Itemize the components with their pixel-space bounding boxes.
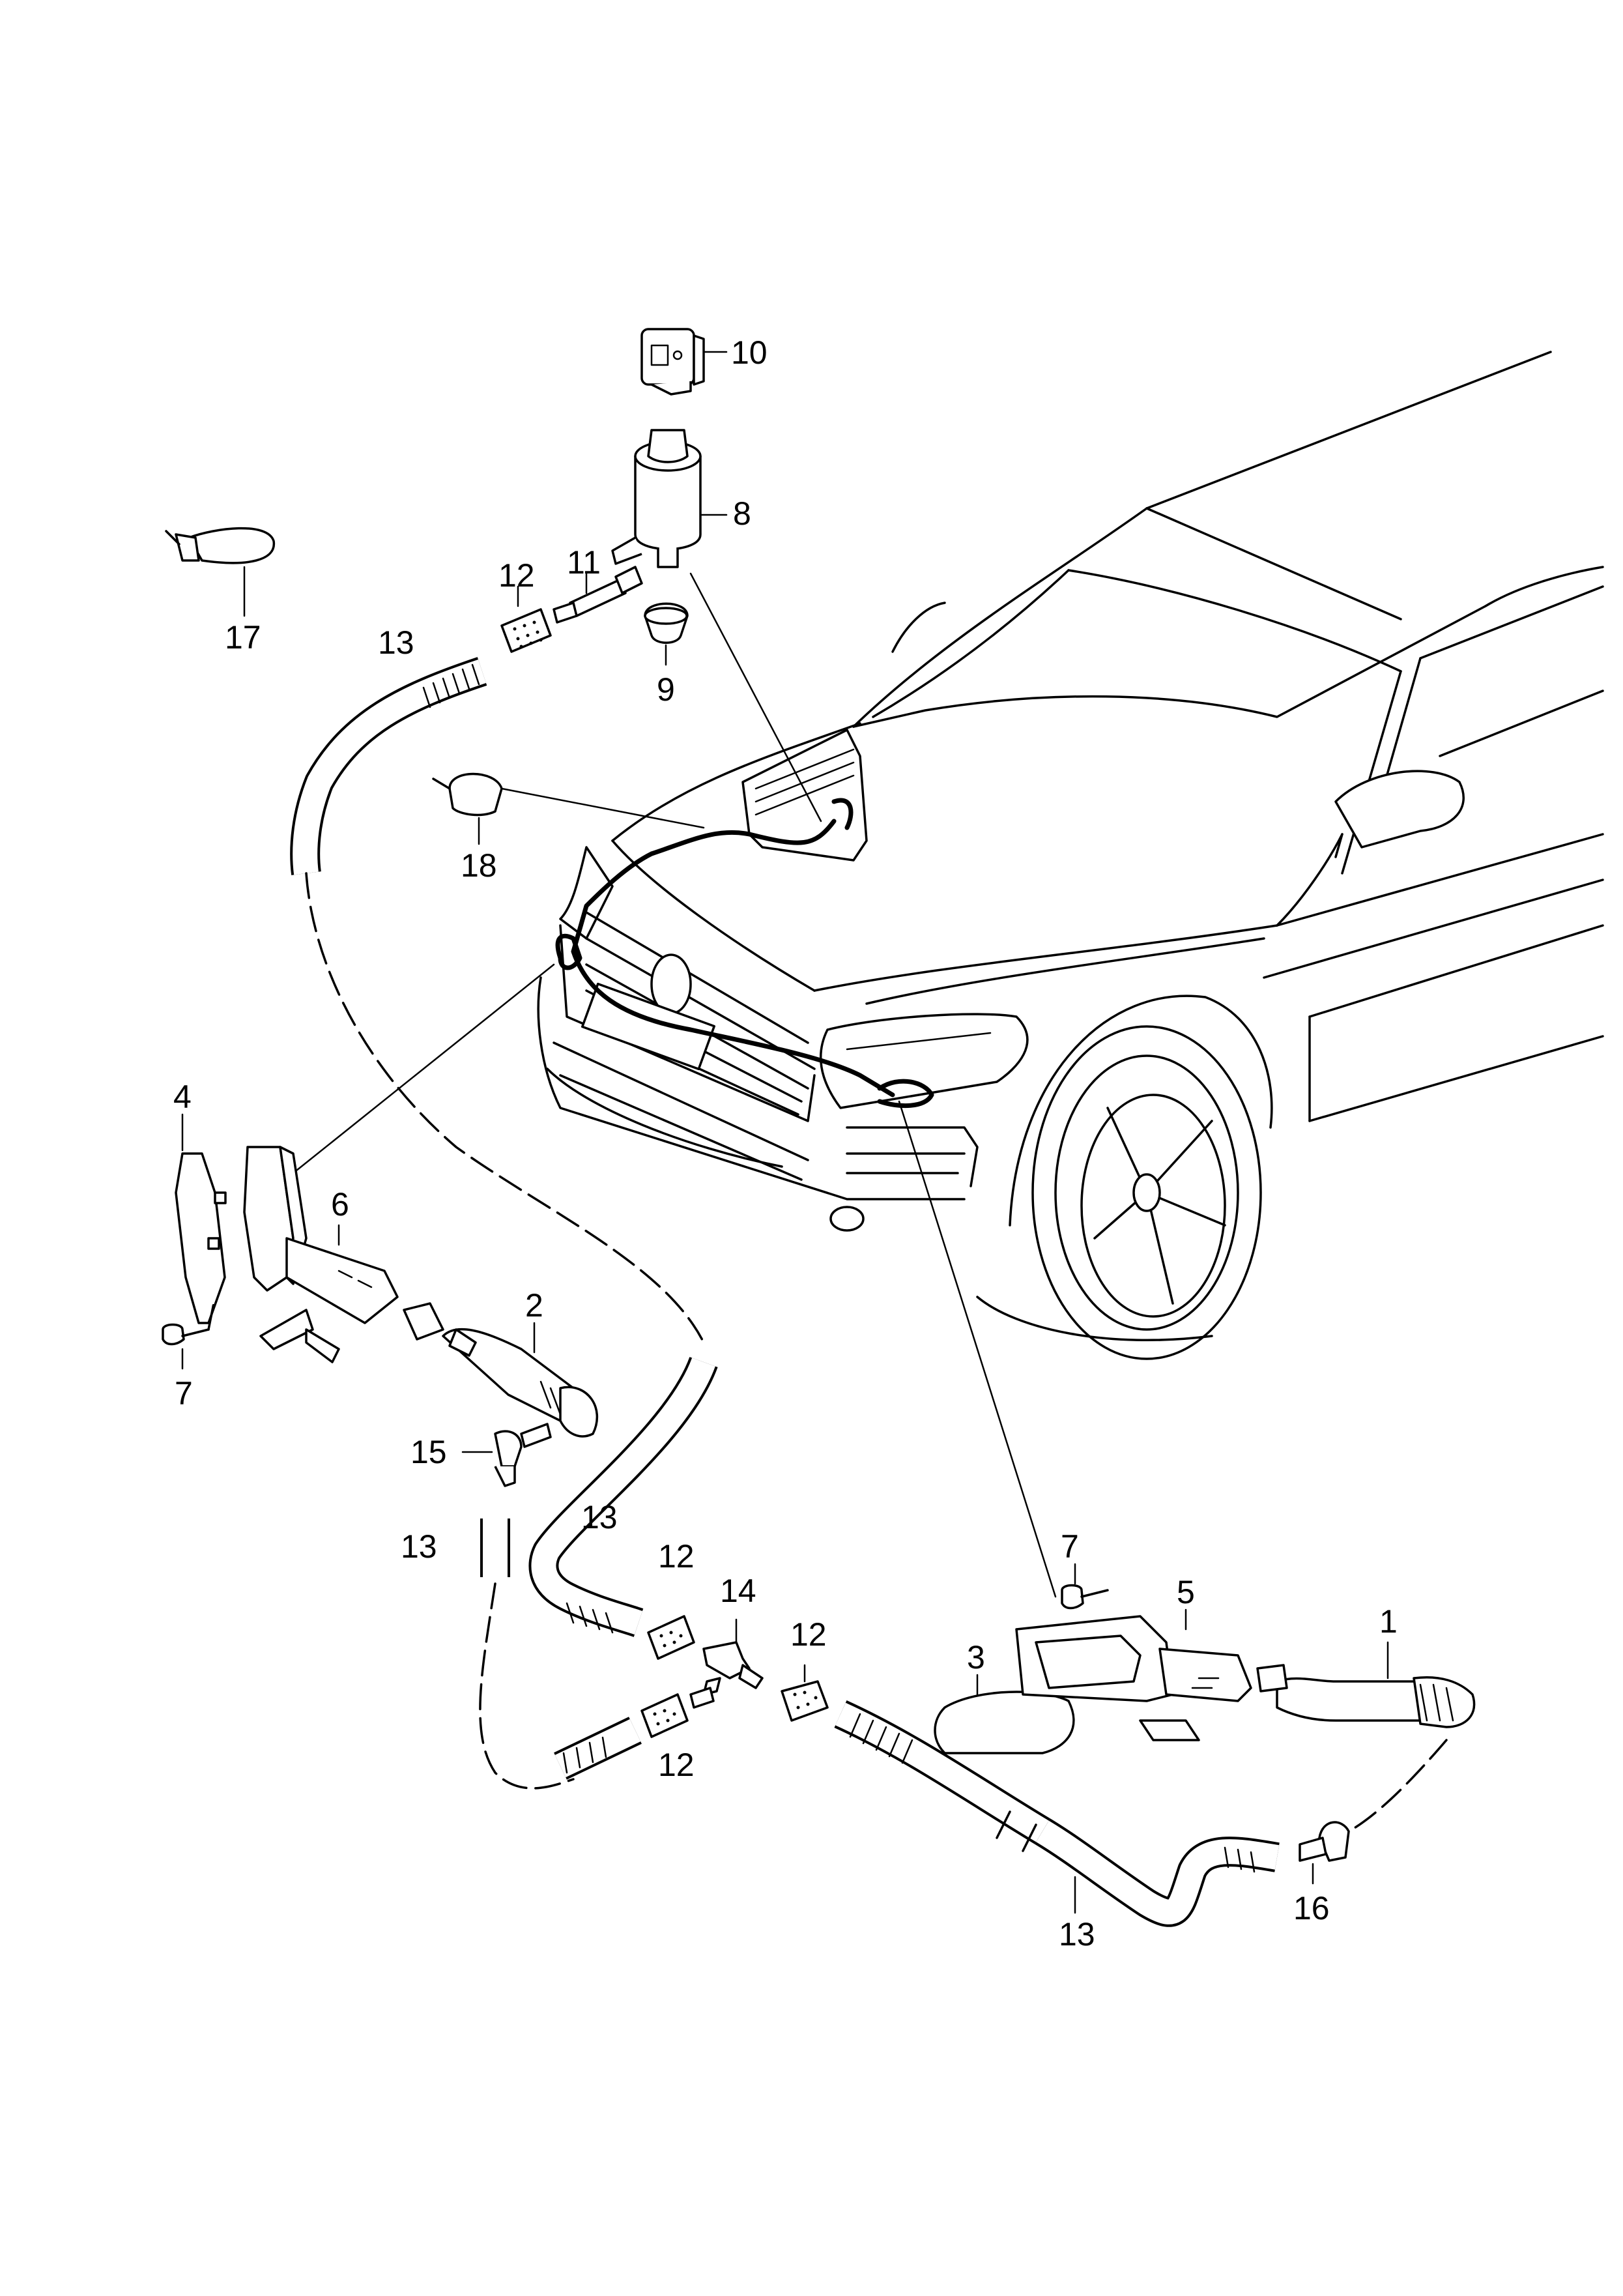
- callout-6: 6: [331, 1186, 349, 1223]
- part-12-sleeve-top: [500, 585, 552, 653]
- callout-2: 2: [525, 1287, 543, 1324]
- part-10-connector: [640, 328, 728, 396]
- callout-3: 3: [967, 1639, 985, 1676]
- callout-1: 1: [1379, 1603, 1398, 1640]
- callout-18: 18: [461, 847, 497, 884]
- callout-8: 8: [733, 495, 751, 532]
- part-12-sleeve-right: [781, 1664, 829, 1722]
- callout-13: 13: [581, 1499, 618, 1535]
- part-9-grommet: [644, 602, 689, 666]
- callout-13: 13: [401, 1528, 437, 1565]
- part-1-nozzle-right: [1256, 1641, 1476, 1728]
- part-16-elbow-right: [1299, 1821, 1350, 1885]
- part-6-bracket: [243, 1146, 399, 1363]
- wiring-harness: [555, 798, 934, 1109]
- callout-17: 17: [225, 619, 261, 656]
- part-11-valve: [553, 566, 643, 624]
- callout-12: 12: [658, 1538, 695, 1575]
- part-8-washer-pump: [611, 429, 728, 568]
- callout-13: 13: [378, 624, 414, 661]
- part-15-elbow-left: [461, 1423, 552, 1487]
- part-7-screw-left: [162, 1296, 216, 1370]
- reference-lines: [292, 572, 1057, 1598]
- callout-7: 7: [1061, 1528, 1079, 1565]
- part-4-cap: [175, 1113, 227, 1324]
- part-3-cap: [934, 1674, 1075, 1754]
- vehicle-outline: [537, 351, 1604, 1360]
- part-5-bracket: [1015, 1608, 1252, 1741]
- part-17-cable-tie: [165, 527, 276, 617]
- hose-network: [290, 657, 1448, 1927]
- callout-12: 12: [790, 1616, 827, 1653]
- callout-9: 9: [657, 671, 675, 708]
- callout-7: 7: [175, 1375, 193, 1412]
- callout-labels: 10 8 11 12 13 9 17 18 4 6 7 2 15 13 13 1…: [173, 334, 1398, 1953]
- hose-ribbing-top: [422, 663, 480, 708]
- callout-4: 4: [173, 1079, 192, 1115]
- callout-15: 15: [410, 1434, 447, 1470]
- callout-16: 16: [1293, 1890, 1330, 1926]
- part-7-screw-right: [1061, 1563, 1109, 1610]
- callout-5: 5: [1177, 1574, 1195, 1610]
- hose-ribbing-lower: [562, 1602, 1256, 1873]
- callout-12: 12: [658, 1747, 695, 1783]
- part-2-nozzle-left: [403, 1302, 598, 1438]
- callout-13: 13: [1059, 1916, 1095, 1953]
- callout-14: 14: [720, 1573, 756, 1609]
- part-12-sleeve-bottom: [640, 1687, 715, 1738]
- callout-12: 12: [498, 557, 535, 594]
- callout-11: 11: [567, 544, 601, 581]
- callout-10: 10: [731, 334, 768, 371]
- part-12-sleeve-mid: [647, 1615, 695, 1660]
- part-18-clip: [432, 772, 503, 845]
- part-14-t-piece: [702, 1618, 764, 1696]
